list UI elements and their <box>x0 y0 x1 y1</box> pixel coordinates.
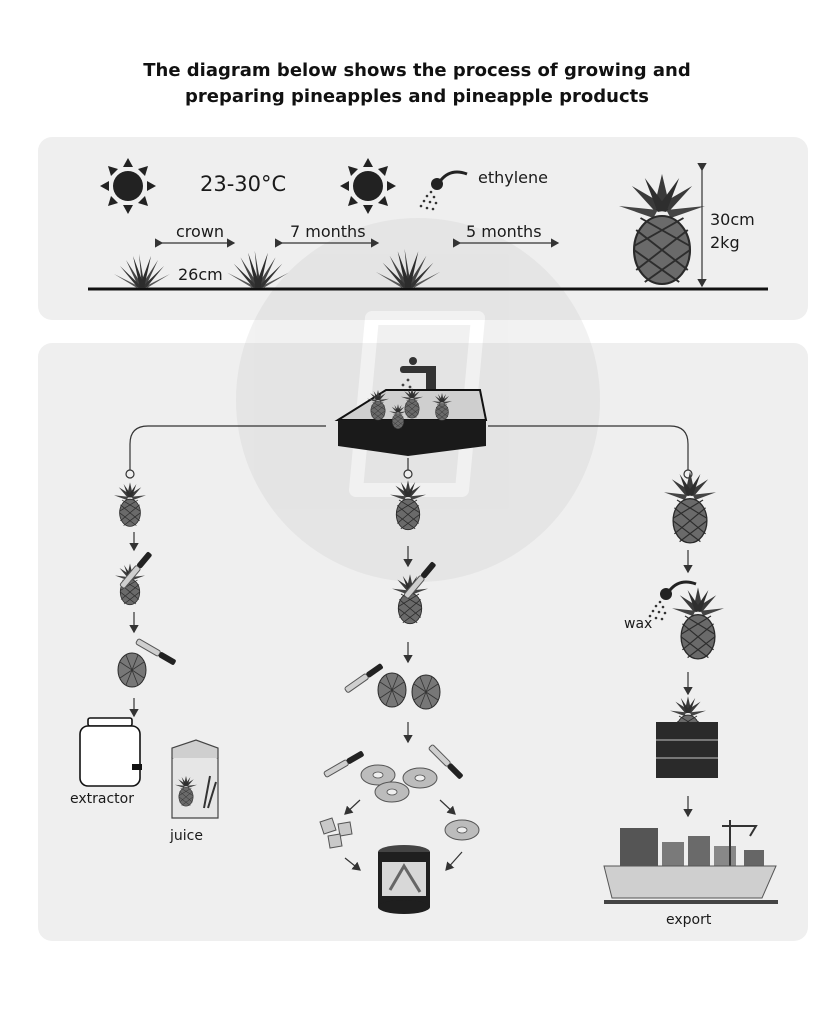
height-label: 30cm <box>710 210 755 229</box>
can-icon <box>378 845 430 914</box>
pineapple-slice-icon <box>402 767 438 789</box>
ethylene-sprayer-icon <box>418 170 469 212</box>
five-months-label: 5 months <box>466 222 542 241</box>
sun-icon <box>340 158 396 214</box>
peeled-pineapple-icon <box>411 674 441 710</box>
export-label: export <box>666 912 712 928</box>
spacing-label: 26cm <box>178 265 223 284</box>
peeled-pineapple-icon <box>117 652 147 688</box>
seven-months-label: 7 months <box>290 222 366 241</box>
young-plant-icon <box>114 254 170 288</box>
waxed-pineapple-icon <box>671 586 725 660</box>
knife-icon <box>322 749 366 779</box>
weight-label: 2kg <box>710 233 740 252</box>
juice-extractor-icon <box>79 717 142 787</box>
branch-lines <box>125 425 693 479</box>
juice-label: juice <box>170 828 203 844</box>
title-line-2: preparing pineapples and pineapple produ… <box>185 86 649 107</box>
pineapple-slice-icon <box>444 819 480 841</box>
diagram-title: The diagram below shows the process of g… <box>0 58 834 110</box>
wax-label: wax <box>624 616 653 632</box>
pineapple-icon <box>663 470 717 544</box>
crate-icon <box>656 695 718 778</box>
temperature-label: 23-30°C <box>200 172 287 196</box>
peeled-pineapple-icon <box>377 672 407 708</box>
ethylene-label: ethylene <box>478 168 548 187</box>
cargo-ship-icon <box>603 820 778 904</box>
title-line-1: The diagram below shows the process of g… <box>143 60 691 81</box>
extractor-label: extractor <box>70 791 134 807</box>
washing-tray-icon <box>334 387 488 456</box>
ripe-pineapple-icon <box>617 172 707 286</box>
crown-label: crown <box>176 222 225 241</box>
sun-icon <box>100 158 156 214</box>
pineapple-chunks-icon <box>319 817 353 849</box>
pineapple-slice-icon <box>374 781 410 803</box>
pineapple-icon <box>113 481 147 527</box>
juice-carton-icon <box>171 739 219 819</box>
